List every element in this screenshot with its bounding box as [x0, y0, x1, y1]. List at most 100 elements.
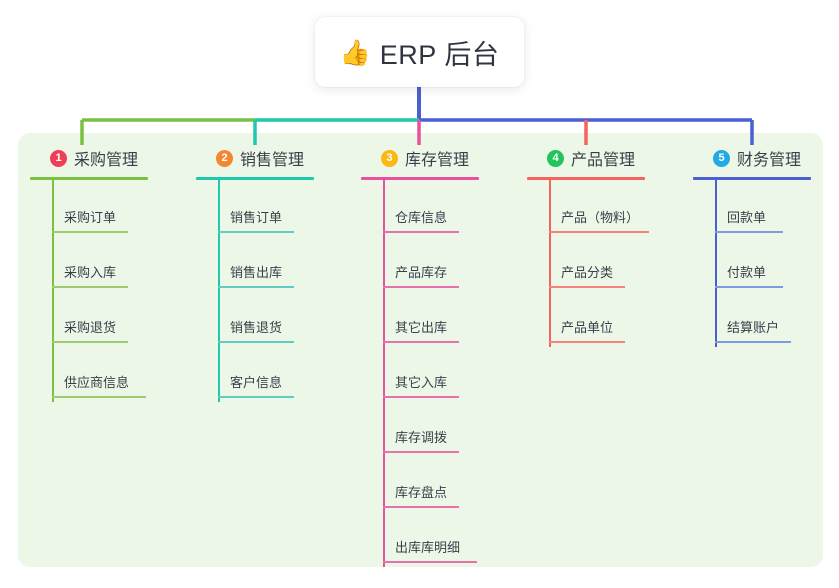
branch-spine: [715, 180, 717, 347]
branch-item[interactable]: 回款单: [693, 180, 811, 235]
branch-item-label: 产品库存: [395, 265, 448, 280]
branch-title: 库存管理: [405, 152, 470, 169]
branch-header-库存管理[interactable]: 3 库存管理: [361, 145, 479, 171]
branch-item-underline: [383, 231, 459, 233]
branch-item-underline: [383, 506, 459, 508]
branch-spine: [383, 180, 385, 567]
branch-index-badge: 2: [216, 149, 233, 167]
branch-item[interactable]: 采购入库: [30, 235, 148, 290]
branch-item-underline: [383, 451, 459, 453]
branch-item-label: 回款单: [727, 210, 767, 225]
branch-item-label: 库存调拨: [395, 430, 448, 445]
branch-item[interactable]: 销售订单: [196, 180, 314, 235]
branch-index-badge: 1: [50, 149, 67, 167]
branch-title: 产品管理: [571, 152, 636, 169]
branch-index-badge: 4: [547, 149, 564, 167]
branch-item-underline: [383, 341, 459, 343]
root-node-label: ERP 后台: [379, 39, 500, 70]
branch-column-库存管理: 3 库存管理仓库信息产品库存其它出库其它入库库存调拨库存盘点出库库明细: [361, 145, 479, 567]
branch-header-销售管理[interactable]: 2 销售管理: [196, 145, 314, 171]
branch-item[interactable]: 产品库存: [361, 235, 479, 290]
branch-item[interactable]: 产品单位: [527, 290, 645, 345]
branch-item[interactable]: 其它入库: [361, 345, 479, 400]
branch-item[interactable]: 供应商信息: [30, 345, 148, 400]
branch-item-label: 仓库信息: [395, 210, 448, 225]
branch-item-label: 销售订单: [230, 210, 283, 225]
branch-item-underline: [549, 231, 649, 233]
branch-item-label: 产品（物料）: [561, 210, 640, 225]
branch-index-badge: 3: [381, 149, 398, 167]
branch-item-label: 采购入库: [64, 265, 117, 280]
branch-item-underline: [218, 286, 294, 288]
branch-item[interactable]: 结算账户: [693, 290, 811, 345]
branch-item[interactable]: 库存盘点: [361, 455, 479, 510]
branch-item[interactable]: 出库库明细: [361, 510, 479, 565]
branch-item[interactable]: 产品（物料）: [527, 180, 649, 235]
branch-title: 采购管理: [74, 152, 139, 169]
branch-item-underline: [383, 561, 477, 563]
branch-item-label: 产品单位: [561, 320, 614, 335]
branch-item-label: 销售退货: [230, 320, 283, 335]
branch-item-underline: [383, 286, 459, 288]
branch-item[interactable]: 产品分类: [527, 235, 645, 290]
branch-items: 采购订单采购入库采购退货供应商信息: [30, 180, 148, 402]
root-node[interactable]: 👍 ERP 后台: [315, 17, 524, 87]
branch-underline: [30, 177, 148, 180]
branch-item-underline: [52, 396, 146, 398]
branch-header-产品管理[interactable]: 4 产品管理: [527, 145, 645, 171]
branch-item-label: 其它出库: [395, 320, 448, 335]
branch-item-underline: [52, 286, 128, 288]
branch-spine: [218, 180, 220, 402]
branch-header-采购管理[interactable]: 1 采购管理: [30, 145, 148, 171]
branch-title: 销售管理: [240, 152, 305, 169]
branch-item-label: 结算账户: [727, 320, 780, 335]
branch-item-underline: [715, 341, 791, 343]
branch-item-label: 出库库明细: [395, 540, 461, 555]
branch-item-underline: [549, 341, 625, 343]
branch-item-underline: [52, 341, 128, 343]
branch-item-underline: [218, 396, 294, 398]
branch-column-销售管理: 2 销售管理销售订单销售出库销售退货客户信息: [196, 145, 314, 402]
branch-item-underline: [383, 396, 459, 398]
branch-item[interactable]: 付款单: [693, 235, 811, 290]
branch-column-采购管理: 1 采购管理采购订单采购入库采购退货供应商信息: [30, 145, 148, 402]
branch-spine: [52, 180, 54, 402]
branch-underline: [693, 177, 811, 180]
branch-underline: [527, 177, 645, 180]
branch-item-underline: [549, 286, 625, 288]
diagram-panel: [18, 133, 823, 567]
branch-item-underline: [218, 231, 294, 233]
branch-item[interactable]: 仓库信息: [361, 180, 479, 235]
branch-spine: [549, 180, 551, 347]
branch-underline: [196, 177, 314, 180]
branch-item-label: 采购订单: [64, 210, 117, 225]
branch-item[interactable]: 销售出库: [196, 235, 314, 290]
branch-item-underline: [715, 231, 783, 233]
branch-item-underline: [52, 231, 128, 233]
branch-item-label: 产品分类: [561, 265, 614, 280]
branch-item-label: 供应商信息: [64, 375, 130, 390]
branch-item-label: 其它入库: [395, 375, 448, 390]
branch-title: 财务管理: [737, 152, 802, 169]
branch-items: 仓库信息产品库存其它出库其它入库库存调拨库存盘点出库库明细: [361, 180, 479, 567]
branch-item[interactable]: 库存调拨: [361, 400, 479, 455]
branch-underline: [361, 177, 479, 180]
branch-item-label: 付款单: [727, 265, 767, 280]
branch-index-badge: 5: [713, 149, 730, 167]
branch-item-label: 库存盘点: [395, 485, 448, 500]
branch-header-财务管理[interactable]: 5 财务管理: [693, 145, 811, 171]
branch-column-产品管理: 4 产品管理产品（物料） 产品分类产品单位: [527, 145, 649, 347]
branch-items: 产品（物料） 产品分类产品单位: [527, 180, 649, 347]
branch-item[interactable]: 客户信息: [196, 345, 314, 400]
branch-item[interactable]: 采购退货: [30, 290, 148, 345]
branch-column-财务管理: 5 财务管理回款单付款单结算账户: [693, 145, 811, 347]
branch-items: 回款单付款单结算账户: [693, 180, 811, 347]
branch-item-underline: [218, 341, 294, 343]
branch-item-label: 采购退货: [64, 320, 117, 335]
branch-item[interactable]: 其它出库: [361, 290, 479, 345]
branch-item[interactable]: 采购订单: [30, 180, 148, 235]
branch-item-label: 客户信息: [230, 375, 283, 390]
thumbs-up-icon: 👍: [339, 38, 371, 67]
branch-item[interactable]: 销售退货: [196, 290, 314, 345]
